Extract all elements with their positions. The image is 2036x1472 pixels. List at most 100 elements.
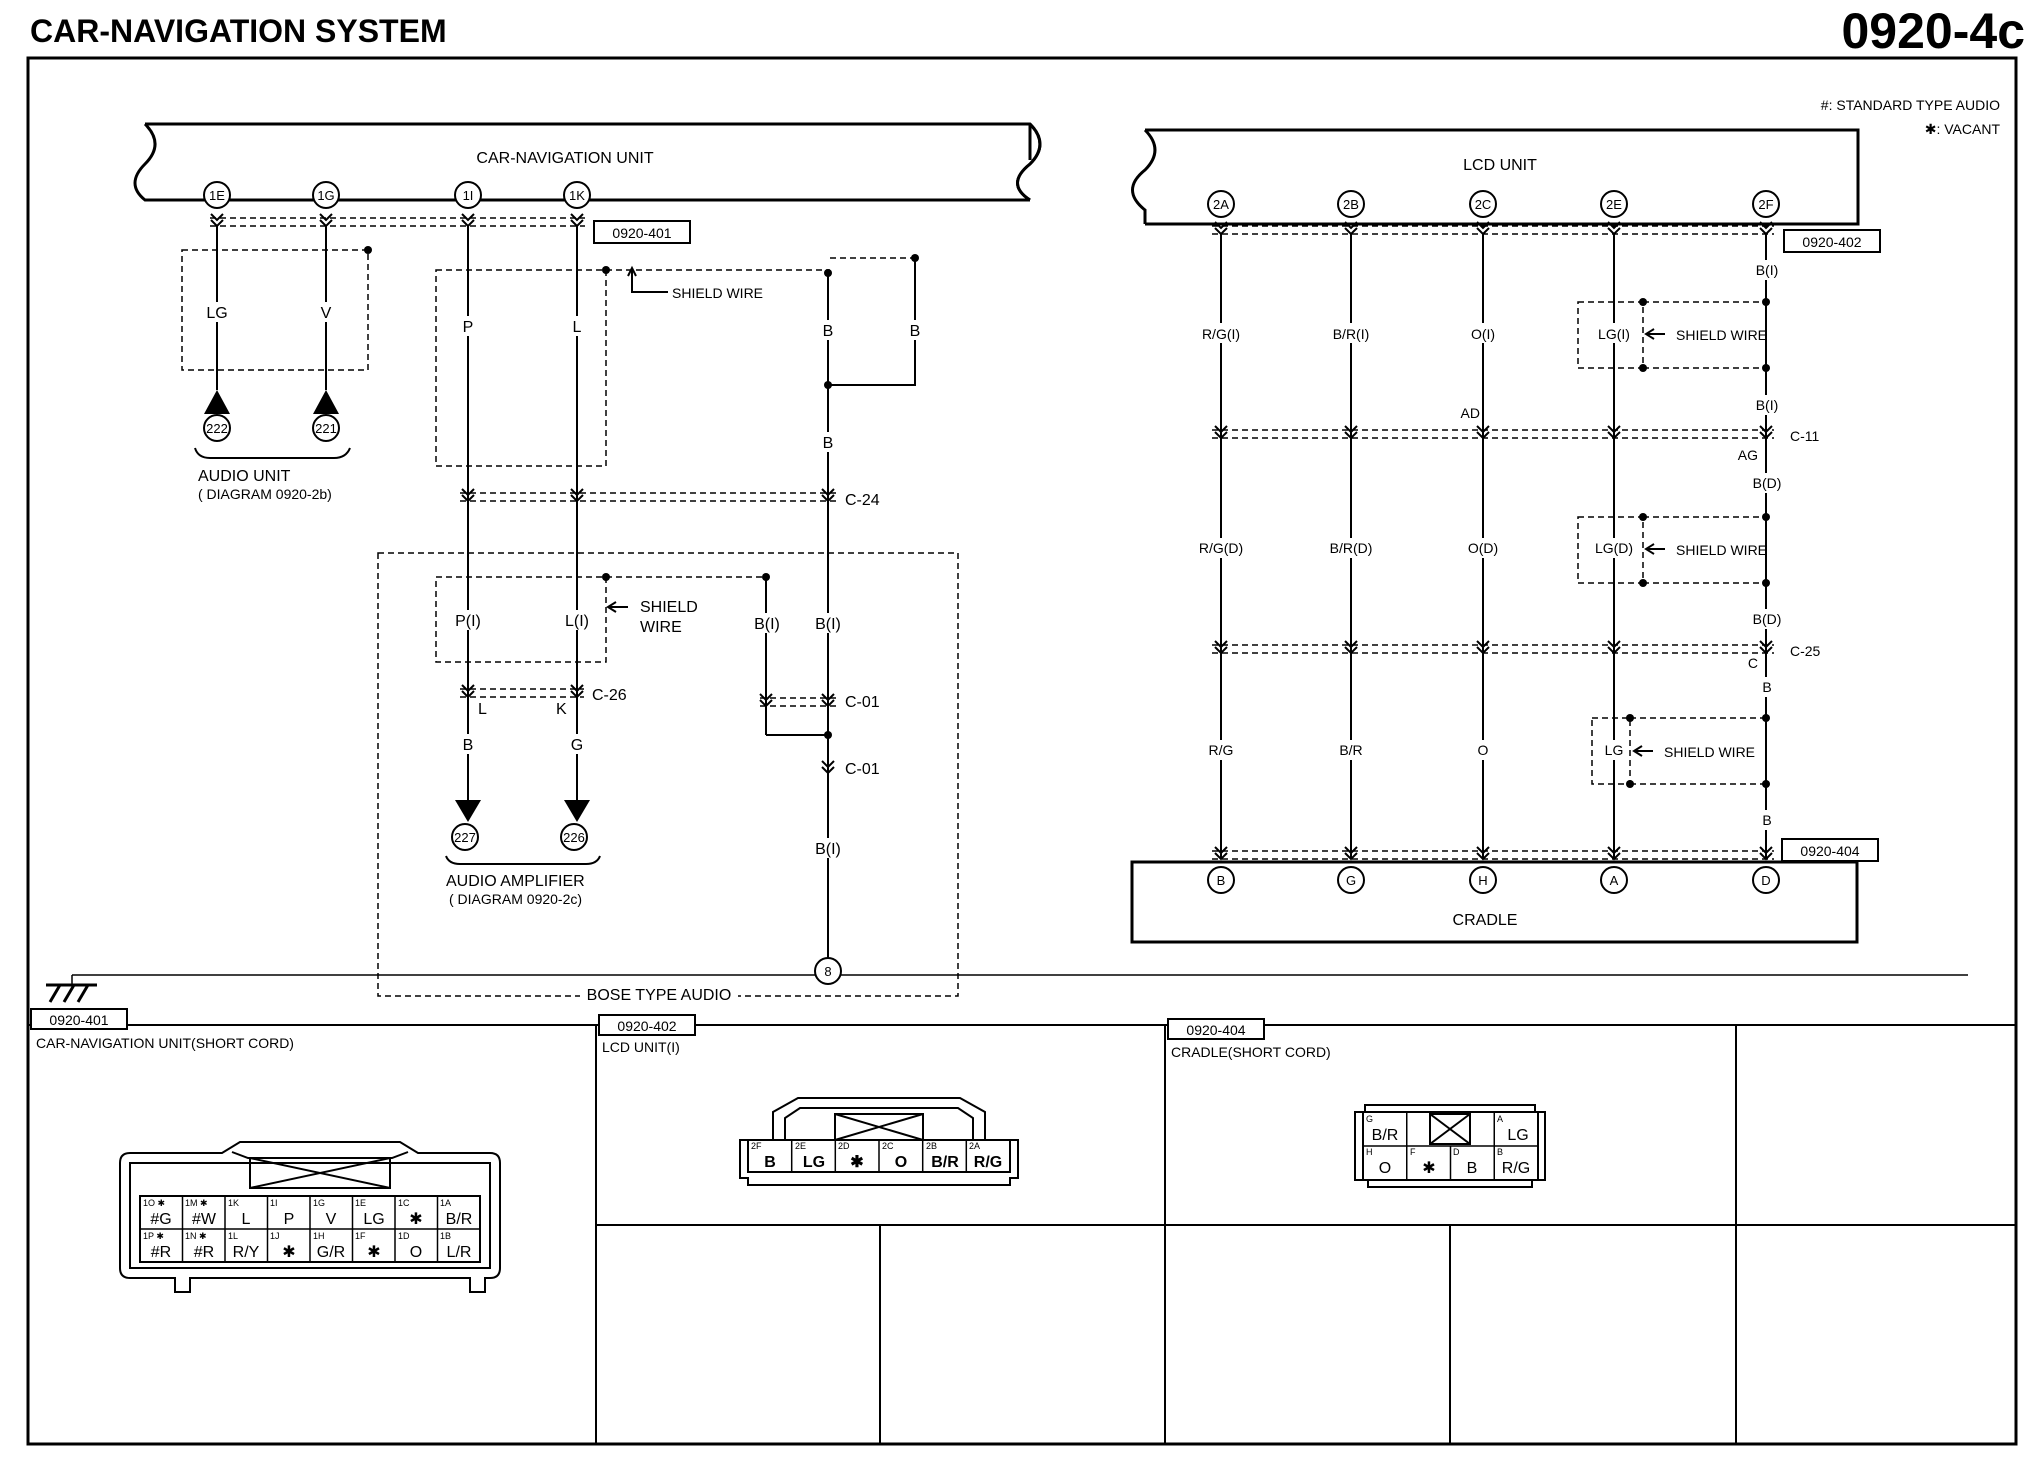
svg-text:L: L [573, 319, 582, 336]
svg-text:222: 222 [206, 421, 228, 436]
svg-text:G: G [1346, 873, 1356, 888]
svg-text:2F: 2F [751, 1141, 762, 1151]
svg-text:1O ✱: 1O ✱ [143, 1198, 165, 1208]
lcd-unit-pins: 2A 2B 2C 2E 2F [1207, 190, 1780, 218]
connector-c-24: C-24 [460, 488, 880, 509]
svg-text:G/R: G/R [317, 1244, 345, 1261]
svg-text:CRADLE(SHORT CORD): CRADLE(SHORT CORD) [1171, 1044, 1331, 1060]
cradle-label: CRADLE [1453, 912, 1518, 929]
svg-text:SHIELD WIRE: SHIELD WIRE [1676, 327, 1767, 343]
svg-text:0920-402: 0920-402 [617, 1018, 676, 1034]
svg-text:B(I): B(I) [815, 841, 841, 858]
svg-text:2D: 2D [838, 1141, 850, 1151]
svg-text:AD: AD [1461, 405, 1480, 421]
svg-text:LG: LG [803, 1154, 825, 1171]
audio-unit-label: AUDIO UNIT [198, 468, 291, 485]
panel-0920-402: 0920-402 LCD UNIT(I) 2F B 2E LG 2D ✱ 2C … [598, 1014, 1019, 1186]
svg-text:L: L [478, 701, 487, 718]
svg-text:2B: 2B [926, 1141, 937, 1151]
svg-text:226: 226 [563, 830, 585, 845]
svg-text:R/G(D): R/G(D) [1199, 540, 1243, 556]
nav-unit-title: CAR-NAVIGATION UNIT [476, 150, 653, 167]
svg-text:( DIAGRAM 0920-2b): ( DIAGRAM 0920-2b) [198, 486, 332, 502]
svg-text:O: O [1478, 742, 1489, 758]
note-vacant: ✱: VACANT [1925, 121, 2001, 137]
shield-box-audio [181, 249, 369, 371]
svg-text:D: D [1453, 1147, 1460, 1157]
svg-text:1F: 1F [355, 1231, 366, 1241]
svg-text:#G: #G [150, 1211, 171, 1228]
svg-text:227: 227 [454, 830, 476, 845]
svg-text:B: B [1497, 1147, 1503, 1157]
svg-text:B(I): B(I) [754, 616, 780, 633]
svg-text:B(I): B(I) [1756, 262, 1779, 278]
svg-text:O: O [410, 1244, 422, 1261]
svg-text:B(D): B(D) [1753, 611, 1782, 627]
svg-text:P: P [463, 319, 474, 336]
svg-text:2A: 2A [969, 1141, 980, 1151]
svg-text:C: C [1748, 655, 1758, 671]
svg-text:B(I): B(I) [1756, 397, 1779, 413]
svg-text:2B: 2B [1343, 197, 1359, 212]
svg-text:V: V [326, 1211, 337, 1228]
lcd-unit: LCD UNIT [1131, 128, 1860, 226]
diagram-number: 0920-4c [1842, 3, 2026, 59]
svg-text:✱: ✱ [409, 1211, 422, 1228]
svg-text:2C: 2C [882, 1141, 894, 1151]
svg-text:V: V [321, 305, 332, 322]
svg-text:H: H [1366, 1147, 1373, 1157]
svg-text:B/R: B/R [1339, 742, 1362, 758]
svg-text:R/Y: R/Y [233, 1244, 260, 1261]
svg-text:B: B [1217, 873, 1226, 888]
svg-text:B/R: B/R [931, 1154, 959, 1171]
cradle-unit: B G H A D CRADLE [1130, 860, 1859, 944]
svg-text:B: B [823, 323, 834, 340]
svg-text:B/R(D): B/R(D) [1330, 540, 1373, 556]
svg-text:B/R: B/R [1372, 1127, 1399, 1144]
svg-text:0920-404: 0920-404 [1186, 1022, 1245, 1038]
svg-text:O(D): O(D) [1468, 540, 1498, 556]
svg-text:2E: 2E [795, 1141, 806, 1151]
svg-text:B/R: B/R [446, 1211, 473, 1228]
connector-c-11: C-11 AD [1212, 405, 1820, 444]
svg-text:B: B [764, 1154, 776, 1171]
shield-wire-label-top: SHIELD WIRE [672, 285, 763, 301]
svg-text:SHIELD: SHIELD [640, 599, 698, 616]
connector-c-25: C-25 C [1212, 640, 1821, 671]
svg-text:SHIELD WIRE: SHIELD WIRE [1664, 744, 1755, 760]
svg-text:B: B [1762, 812, 1771, 828]
svg-text:R/G: R/G [974, 1154, 1002, 1171]
svg-text:0920-401: 0920-401 [49, 1012, 108, 1028]
connector-c-26: C-26 L K [460, 684, 627, 718]
audio-amplifier-terminals: 227 226 AUDIO AMPLIFIER ( DIAGRAM 0920-2… [445, 800, 601, 907]
svg-text:F: F [1410, 1147, 1416, 1157]
svg-text:C-01: C-01 [845, 761, 880, 778]
svg-text:0920-404: 0920-404 [1800, 843, 1859, 859]
svg-text:H: H [1478, 873, 1487, 888]
svg-text:✱: ✱ [850, 1154, 863, 1171]
bose-type-audio-label: BOSE TYPE AUDIO [587, 987, 732, 1004]
svg-text:✱: ✱ [367, 1244, 380, 1261]
svg-text:1M ✱: 1M ✱ [185, 1198, 208, 1208]
svg-text:2A: 2A [1213, 197, 1229, 212]
svg-text:O: O [1379, 1160, 1391, 1177]
shield-box-pl [435, 269, 607, 467]
svg-text:LG: LG [1507, 1127, 1528, 1144]
svg-text:1L: 1L [228, 1231, 238, 1241]
page-title: CAR-NAVIGATION SYSTEM [30, 13, 447, 49]
svg-text:C-26: C-26 [592, 687, 627, 704]
svg-text:C-01: C-01 [845, 694, 880, 711]
pin-1i: 1I [463, 188, 474, 203]
svg-text:1N ✱: 1N ✱ [185, 1231, 207, 1241]
svg-text:#W: #W [192, 1211, 217, 1228]
svg-text:LG: LG [1605, 742, 1624, 758]
svg-text:1G: 1G [313, 1198, 325, 1208]
ground-bus: 8 [46, 957, 1968, 1003]
svg-text:1P ✱: 1P ✱ [143, 1231, 164, 1241]
connector-0920-404: 0920-404 [1212, 838, 1879, 862]
svg-text:G: G [1366, 1114, 1373, 1124]
svg-text:B: B [1467, 1160, 1478, 1177]
pin-1e: 1E [209, 188, 225, 203]
svg-text:R/G: R/G [1209, 742, 1234, 758]
